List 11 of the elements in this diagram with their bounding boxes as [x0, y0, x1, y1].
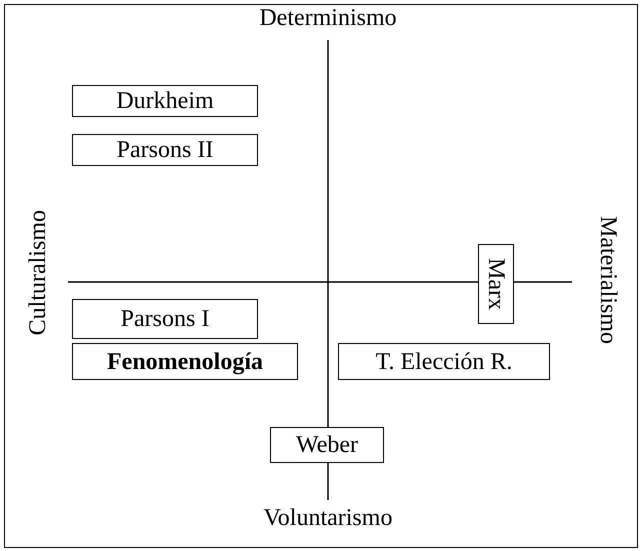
axis-label: Culturalismo	[26, 210, 50, 336]
label-box: Marx	[478, 244, 514, 324]
label-box: Durkheim	[72, 85, 258, 117]
axis-label: Determinismo	[259, 6, 397, 30]
label-box: Parsons I	[72, 299, 258, 339]
label-box: Parsons II	[72, 134, 258, 166]
label-box: Weber	[270, 427, 384, 463]
label-box: Fenomenología	[72, 343, 298, 380]
axis-label: Materialismo	[596, 216, 620, 344]
label-box: T. Elección R.	[338, 343, 550, 380]
axis-label: Voluntarismo	[264, 506, 392, 530]
